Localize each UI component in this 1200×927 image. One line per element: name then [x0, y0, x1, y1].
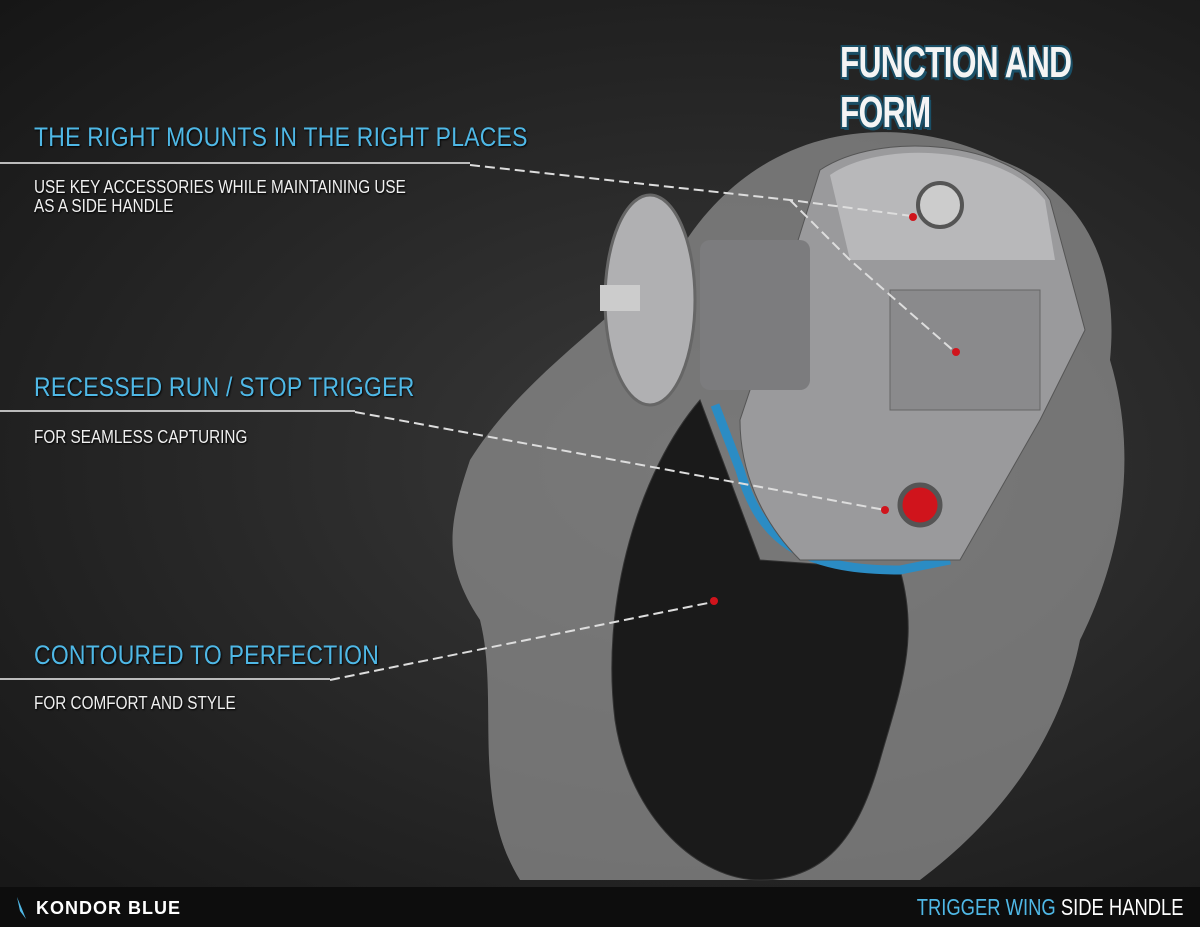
brand-name: KONDOR BLUE — [36, 897, 181, 918]
top-mount — [916, 181, 964, 229]
feature-heading: THE RIGHT MOUNTS IN THE RIGHT PLACES — [34, 122, 528, 152]
footer-bar — [0, 887, 1200, 927]
side-plate — [889, 289, 1041, 411]
feature-description: FOR SEAMLESS CAPTURING — [34, 427, 248, 447]
desc-line: USE KEY ACCESSORIES WHILE MAINTAINING US… — [34, 177, 406, 197]
bird-icon — [17, 897, 26, 919]
product-rest: SIDE HANDLE — [1061, 894, 1184, 920]
page-title: FUNCTION AND FORM — [840, 38, 1072, 137]
feature-description: USE KEY ACCESSORIES WHILE MAINTAINING US… — [34, 178, 406, 216]
feature-heading: CONTOURED TO PERFECTION — [34, 640, 380, 670]
divider — [0, 162, 470, 164]
screw — [600, 285, 640, 311]
product-name: TRIGGER WING SIDE HANDLE — [917, 894, 1184, 921]
divider — [0, 678, 330, 680]
product-highlight: TRIGGER WING — [917, 894, 1057, 920]
desc-line: AS A SIDE HANDLE — [34, 196, 174, 216]
trigger-button — [897, 482, 943, 528]
feature-description: FOR COMFORT AND STYLE — [34, 693, 236, 713]
brand-logo: KONDOR BLUE — [14, 895, 181, 921]
callout-lines — [329, 164, 956, 681]
arm — [700, 240, 810, 390]
grip — [611, 399, 909, 881]
feature-heading: RECESSED RUN / STOP TRIGGER — [34, 372, 415, 402]
divider — [0, 410, 355, 412]
